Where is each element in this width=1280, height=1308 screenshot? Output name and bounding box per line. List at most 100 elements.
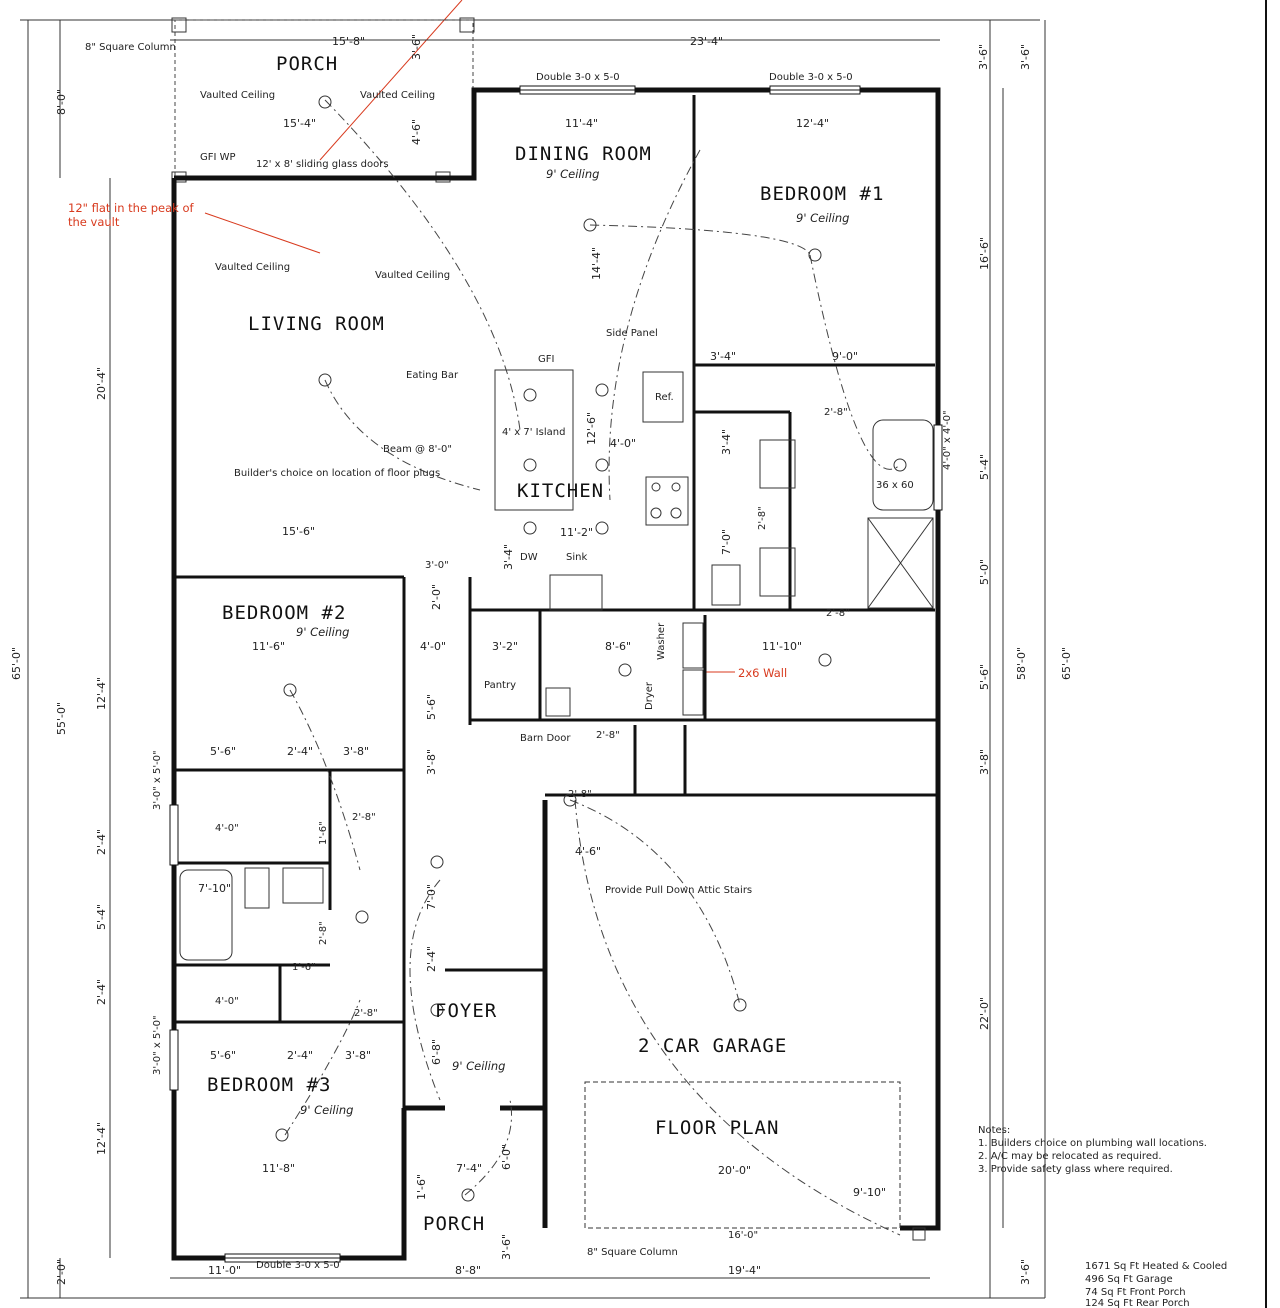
svg-text:3'-6": 3'-6": [1019, 1259, 1032, 1285]
drawing-title: FLOOR PLAN: [655, 1117, 779, 1139]
svg-text:3'-6": 3'-6": [977, 44, 990, 70]
room-kitchen: KITCHEN: [517, 480, 604, 502]
annotation-flat-peak: 12" flat in the peak of: [68, 201, 194, 215]
windows: [169, 85, 943, 1263]
room-dining: DINING ROOM: [515, 143, 652, 165]
svg-text:5'-4": 5'-4": [978, 454, 991, 480]
tub-window-label: 4'-0" x 4'-0": [942, 410, 953, 470]
room-living: LIVING ROOM: [248, 313, 385, 335]
room-porch-front: PORCH: [423, 1213, 485, 1235]
area-line: 496 Sq Ft Garage: [1085, 1274, 1173, 1285]
red-annotations: 12" flat in the peak of the vault 2x6 Wa…: [68, 201, 787, 680]
annotation-2x6-wall: 2x6 Wall: [738, 666, 787, 680]
gfi-label: GFI: [538, 354, 554, 365]
svg-text:2'-0": 2'-0": [430, 584, 443, 610]
svg-text:3'-8": 3'-8": [425, 749, 438, 775]
window-label: Double 3-0 x 5-0: [536, 72, 620, 83]
dimension-labels: 15'-8" 15'-4" 3'-6" 4'-6" 23'-4" 11'-4" …: [10, 34, 1073, 1285]
svg-text:2'-8": 2'-8": [354, 1008, 378, 1019]
svg-text:65'-0": 65'-0": [1060, 647, 1073, 680]
gfi-wp-label: GFI WP: [200, 152, 236, 163]
svg-text:12'-4": 12'-4": [796, 117, 829, 130]
svg-text:2'-8": 2'-8": [352, 812, 376, 823]
svg-text:22'-0": 22'-0": [978, 997, 991, 1030]
vanity-sink-1: [759, 439, 796, 489]
svg-text:5'-6": 5'-6": [425, 694, 438, 720]
refrigerator: [642, 371, 684, 423]
svg-text:2'-8": 2'-8": [824, 407, 848, 418]
side-window-label: 3'-0" x 5'-0": [152, 750, 163, 810]
svg-text:11'-0": 11'-0": [208, 1264, 241, 1277]
window-label: Double 3-0 x 5-0: [256, 1260, 340, 1271]
svg-text:2'-8": 2'-8": [568, 789, 592, 800]
area-line: 1671 Sq Ft Heated & Cooled: [1085, 1261, 1227, 1272]
misc-labels: 9' Ceiling 9' Ceiling 9' Ceiling 9' Ceil…: [85, 42, 953, 1271]
toilet-hall: [244, 867, 270, 909]
svg-text:7'-0": 7'-0": [425, 884, 438, 910]
side-window-label: 3'-0" x 5'-0": [152, 1015, 163, 1075]
range: [645, 476, 689, 526]
svg-text:3'-4": 3'-4": [720, 429, 733, 455]
island-label: 4' x 7' Island: [502, 427, 565, 438]
electrical-wiring: [284, 99, 901, 1236]
notes-block: Notes: 1. Builders choice on plumbing wa…: [978, 1125, 1207, 1175]
room-bedroom-1: BEDROOM #1: [760, 183, 884, 205]
svg-text:12'-4": 12'-4": [95, 1122, 108, 1155]
kitchen-island: [494, 369, 574, 511]
svg-text:19'-4": 19'-4": [728, 1264, 761, 1277]
washer-label: Washer: [656, 622, 667, 660]
vaulted-ceiling-label: Vaulted Ceiling: [360, 90, 435, 101]
notes-title: Notes:: [978, 1125, 1010, 1136]
svg-text:3'-8": 3'-8": [345, 1049, 371, 1062]
pantry-label: Pantry: [484, 680, 516, 691]
svg-text:55'-0": 55'-0": [55, 702, 68, 735]
area-line: 124 Sq Ft Rear Porch: [1085, 1298, 1190, 1308]
window-label: Double 3-0 x 5-0: [769, 72, 853, 83]
ceiling-bedroom-3: 9' Ceiling: [300, 1103, 353, 1117]
svg-text:11'-10": 11'-10": [762, 640, 802, 653]
svg-text:11'-6": 11'-6": [252, 640, 285, 653]
room-bedroom-2: BEDROOM #2: [222, 602, 346, 624]
svg-text:3'-8": 3'-8": [978, 749, 991, 775]
svg-text:5'-0": 5'-0": [978, 559, 991, 585]
svg-text:2'-4": 2'-4": [95, 979, 108, 1005]
svg-text:2'-4": 2'-4": [287, 1049, 313, 1062]
ref-label: Ref.: [655, 392, 674, 403]
room-garage: 2 CAR GARAGE: [638, 1035, 787, 1057]
svg-text:11'-4": 11'-4": [565, 117, 598, 130]
svg-text:3'-2": 3'-2": [492, 640, 518, 653]
note-item: 2. A/C may be relocated as required.: [978, 1151, 1162, 1162]
svg-text:2'-8": 2'-8": [757, 506, 768, 530]
svg-text:1'-6": 1'-6": [415, 1174, 428, 1200]
room-bedroom-3: BEDROOM #3: [207, 1074, 331, 1096]
svg-text:4'-0": 4'-0": [420, 640, 446, 653]
vanity-hall: [282, 867, 324, 904]
svg-text:5'-6": 5'-6": [210, 1049, 236, 1062]
svg-text:3'-6": 3'-6": [500, 1234, 513, 1260]
svg-text:20'-0": 20'-0": [718, 1164, 751, 1177]
square-column-label: 8" Square Column: [587, 1247, 678, 1258]
dryer-label: Dryer: [644, 681, 655, 710]
svg-text:4'-0": 4'-0": [215, 996, 239, 1007]
svg-text:7'-10": 7'-10": [198, 882, 231, 895]
kitchen-sink: [549, 574, 603, 611]
room-porch-rear: PORCH: [276, 53, 338, 75]
svg-text:5'-6": 5'-6": [978, 664, 991, 690]
svg-text:16'-0": 16'-0": [728, 1230, 758, 1241]
svg-text:8'-0": 8'-0": [55, 89, 68, 115]
bathtub-hall: [179, 869, 233, 961]
note-item: 1. Builders choice on plumbing wall loca…: [978, 1138, 1207, 1149]
svg-text:14'-4": 14'-4": [590, 247, 603, 280]
svg-text:3'-6": 3'-6": [1019, 44, 1032, 70]
garage-floor-outline: [584, 1081, 901, 1229]
svg-text:8'-6": 8'-6": [605, 640, 631, 653]
square-column-label: 8" Square Column: [85, 42, 176, 53]
vaulted-ceiling-label: Vaulted Ceiling: [215, 262, 290, 273]
ceiling-dining: 9' Ceiling: [546, 167, 599, 181]
bathtub-master: [872, 419, 934, 511]
svg-text:2'-4": 2'-4": [425, 946, 438, 972]
svg-text:23'-4": 23'-4": [690, 35, 723, 48]
svg-text:2'-4": 2'-4": [95, 829, 108, 855]
barn-door-label: Barn Door: [520, 733, 571, 744]
